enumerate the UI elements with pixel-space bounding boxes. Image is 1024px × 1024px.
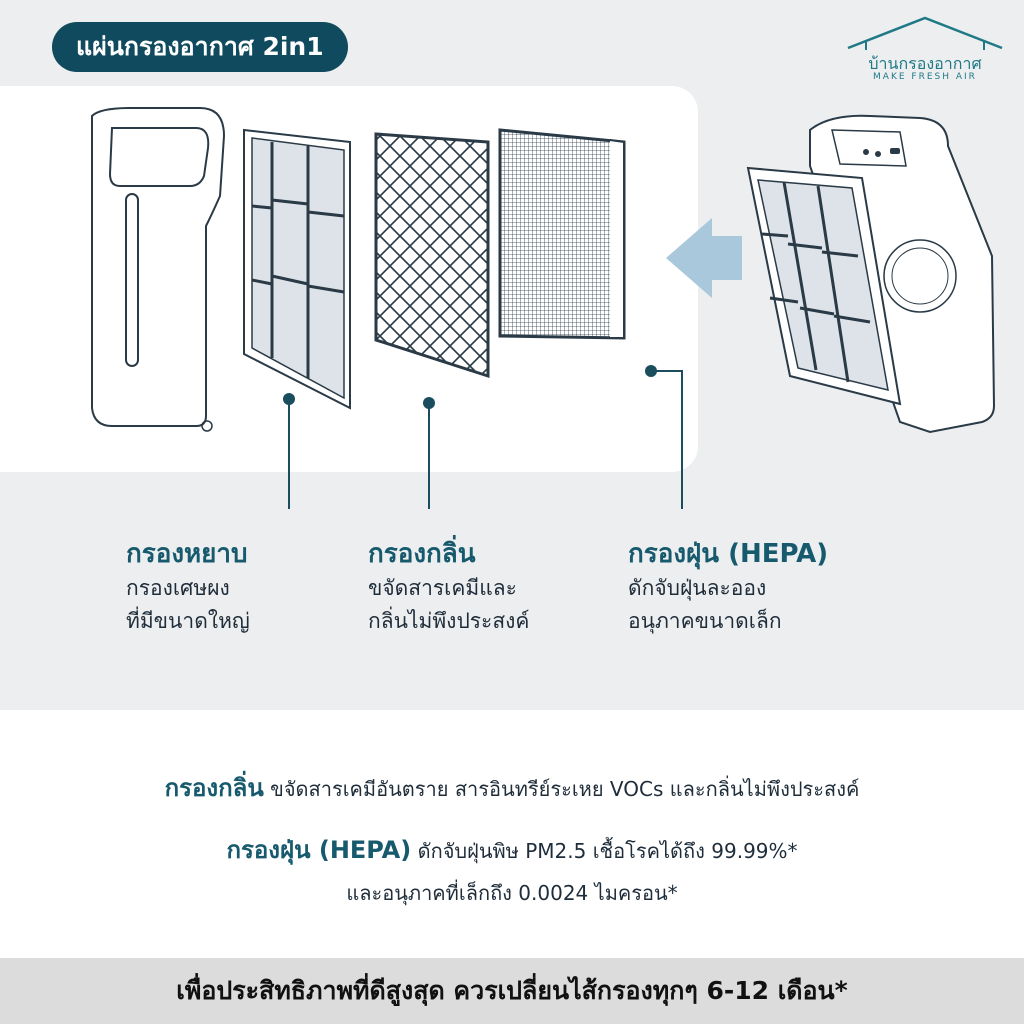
filter-desc-line2: ที่มีขนาดใหญ่ — [126, 609, 250, 633]
filter-title: กรองกลิ่น — [368, 539, 476, 569]
filter-illustration — [91, 107, 996, 434]
filter-desc-line1: กรองเศษผง — [126, 576, 230, 600]
odor-label: กรองกลิ่น — [164, 774, 264, 802]
filter-column-prefilter: กรองหยาบ กรองเศษผง ที่มีขนาดใหญ่ — [126, 536, 250, 638]
filter-column-carbon: กรองกลิ่น ขจัดสารเคมีและ กลิ่นไม่พึงประส… — [368, 536, 529, 638]
filter-desc-line2: อนุภาคขนาดเล็ก — [628, 609, 782, 633]
callout-line-hepa — [681, 371, 683, 509]
filter-title: กรองหยาบ — [126, 539, 248, 569]
filter-desc-line2: กลิ่นไม่พึงประสงค์ — [368, 609, 530, 633]
hepa-detail-line: กรองฝุ่น (HEPA) ดักจับฝุ่นพิษ PM2.5 เชื้… — [0, 830, 1024, 869]
pre-filter-icon — [243, 128, 351, 410]
callout-line-prefilter — [288, 399, 290, 509]
filter-column-hepa: กรองฝุ่น (HEPA) ดักจับฝุ่นละออง อนุภาคขน… — [628, 536, 828, 638]
page-title: แผ่นกรองอากาศ 2in1 — [52, 22, 348, 72]
carbon-filter-icon — [374, 132, 490, 379]
footer-note: เพื่อประสิทธิภาพที่ดีสูงสุด ควรเปลี่ยนไส… — [0, 958, 1024, 1024]
odor-detail-line: กรองกลิ่น ขจัดสารเคมีอันตราย สารอินทรีย์… — [0, 768, 1024, 807]
hepa-text: ดักจับฝุ่นพิษ PM2.5 เชื้อโรคได้ถึง 99.99… — [417, 839, 798, 863]
filter-title: กรองฝุ่น (HEPA) — [628, 539, 829, 569]
logo-tagline: MAKE FRESH AIR — [873, 72, 977, 82]
insert-arrow-icon — [666, 218, 742, 298]
logo-name: บ้านกรองอากาศ — [868, 54, 982, 73]
hepa-detail-line2: และอนุภาคที่เล็กถึง 0.0024 ไมครอน* — [346, 881, 678, 905]
odor-text: ขจัดสารเคมีอันตราย สารอินทรีย์ระเหย VOCs… — [270, 777, 860, 801]
detail-section — [0, 710, 1024, 958]
callout-line-hepa-h — [651, 370, 683, 372]
air-purifier-icon — [746, 114, 996, 434]
callout-line-carbon — [428, 403, 430, 509]
hepa-label: กรองฝุ่น (HEPA) — [226, 836, 412, 864]
front-cover-icon — [91, 107, 226, 432]
hepa-filter-icon — [498, 128, 626, 340]
house-logo-icon — [847, 16, 1003, 50]
filter-desc-line1: ดักจับฝุ่นละออง — [628, 576, 767, 600]
filter-desc-line1: ขจัดสารเคมีและ — [368, 576, 517, 600]
